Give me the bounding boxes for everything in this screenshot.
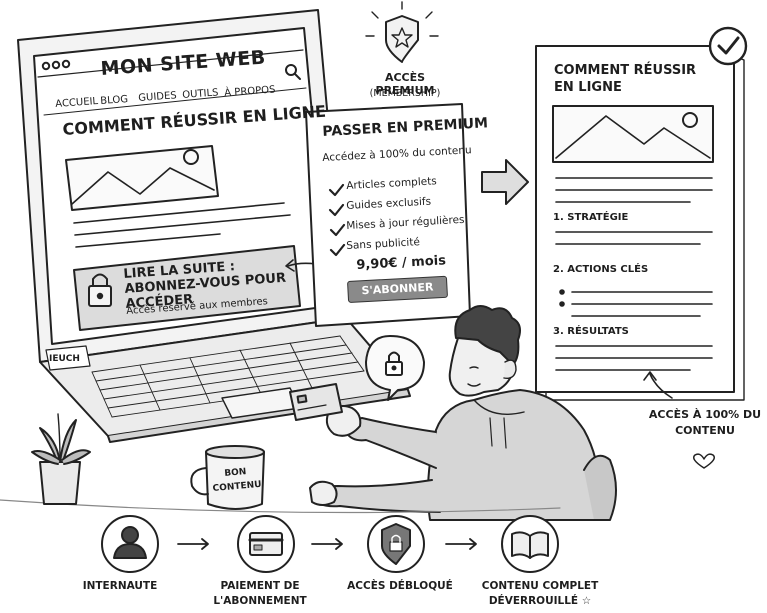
flow-step-acces: ACCÈS DÉBLOQUÉ xyxy=(347,580,453,592)
shield-star-icon xyxy=(365,1,439,63)
plant xyxy=(31,413,91,505)
person xyxy=(309,305,617,521)
book-icon xyxy=(511,531,549,559)
document-section: 3. RÉSULTATS xyxy=(553,326,629,337)
document-title: COMMENT RÉUSSIR EN LIGNE xyxy=(554,63,697,95)
flow-step-contenu: CONTENU COMPLET DÉVERROUILLÉ ☆ xyxy=(481,580,599,607)
flow-step-paiement: PAIEMENT DE L'ABONNEMENT xyxy=(213,580,307,607)
desk-edge xyxy=(0,499,561,514)
heart-icon xyxy=(692,453,716,469)
nav-item-blog[interactable]: BLOG xyxy=(100,94,129,107)
document-text-lines xyxy=(555,177,713,371)
speech-bubble-lock xyxy=(365,335,425,401)
window-dot xyxy=(41,61,51,71)
shield-lock-icon xyxy=(381,523,411,565)
document-section: 2. ACTIONS CLÉS xyxy=(553,264,649,275)
keyboard xyxy=(91,335,365,418)
mug xyxy=(190,445,265,510)
sticker xyxy=(45,345,91,371)
search-icon xyxy=(285,64,301,80)
hoodie xyxy=(427,389,601,521)
credit-card-icon xyxy=(289,383,343,421)
document-section: 1. STRATÉGIE xyxy=(553,212,629,223)
arrow-right-icon xyxy=(481,159,529,205)
membership-label: (MEMBERSHIP) xyxy=(369,88,441,99)
window-dot xyxy=(61,59,71,69)
flow-arrows xyxy=(177,538,477,550)
screen-image-placeholder xyxy=(65,145,219,211)
sticker-label: IEUCH xyxy=(49,354,80,364)
user-icon xyxy=(113,526,147,559)
credit-card-icon xyxy=(248,532,284,556)
document-image-placeholder xyxy=(552,105,714,163)
chair xyxy=(583,454,617,521)
check-icons xyxy=(328,183,346,257)
check-circle-icon xyxy=(708,26,748,66)
lock-icon xyxy=(88,273,112,307)
flow-step-internaute: INTERNAUTE xyxy=(82,580,158,592)
premium-access-label: ACCÈS PREMIUM xyxy=(375,71,435,97)
window-dot xyxy=(51,60,61,70)
locked-content-box xyxy=(73,245,301,331)
full-access-label: ACCÈS À 100% DU CONTENU xyxy=(648,408,762,437)
mug-label: BON CONTENU xyxy=(212,467,262,495)
